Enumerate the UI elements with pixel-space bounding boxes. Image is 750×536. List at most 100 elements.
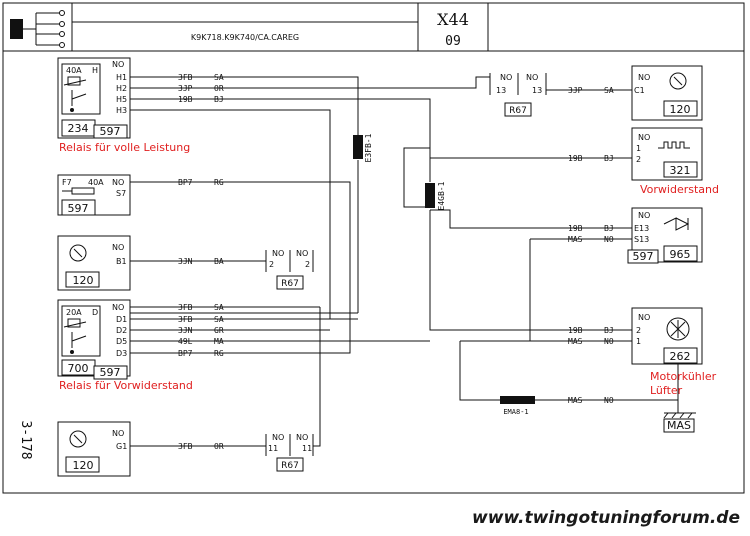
svg-text:NO: NO [526,73,538,82]
component-262: 262 NO 2 1 [631,307,703,365]
note-resistor: Vorwiderstand [640,183,719,196]
svg-text:NO: NO [296,249,308,258]
header-sheet-number: 09 [445,34,461,49]
svg-text:GR: GR [214,326,224,335]
svg-text:D3: D3 [116,349,127,358]
svg-text:3FB: 3FB [178,73,193,82]
svg-text:MAS: MAS [667,419,691,432]
svg-text:S13: S13 [634,235,649,244]
svg-text:EMA8-1: EMA8-1 [503,408,528,416]
svg-text:H2: H2 [116,84,127,93]
connector-icon [10,10,65,48]
svg-text:D: D [92,308,98,317]
svg-text:D1: D1 [116,315,127,324]
svg-text:OR: OR [214,84,224,93]
svg-text:NO: NO [638,211,650,220]
svg-text:40A: 40A [66,66,82,75]
component-965: 965 597 NO E13 S13 [627,207,703,264]
svg-text:NO: NO [500,73,512,82]
connector-r67-a: NO NO 13 13 R67 [489,73,547,117]
component-120-c: 120 NO C1 [631,65,703,121]
svg-text:262: 262 [670,350,691,363]
splice-e3fb: E3FB-1 [353,133,373,162]
svg-text:SA: SA [214,303,224,312]
svg-text:11: 11 [268,444,278,453]
svg-text:B1: B1 [116,257,127,266]
svg-text:R67: R67 [281,461,299,471]
svg-text:BP7: BP7 [178,349,193,358]
svg-text:SA: SA [214,315,224,324]
svg-text:BJ: BJ [604,326,614,335]
fuse-f7: F7 40A 597 NO S7 [57,174,131,216]
svg-text:597: 597 [100,125,121,138]
splice-e4gb: E4GB-1 [425,181,446,210]
ground-symbol: MAS [663,412,696,433]
svg-text:NO: NO [272,433,284,442]
svg-text:120: 120 [73,274,94,287]
svg-text:S7: S7 [116,189,126,198]
svg-text:NO: NO [112,429,124,438]
svg-text:MAS: MAS [568,235,583,244]
svg-text:G1: G1 [116,442,127,451]
svg-text:BJ: BJ [604,154,614,163]
svg-text:3JP: 3JP [178,84,193,93]
svg-text:3FB: 3FB [178,315,193,324]
svg-text:19B: 19B [568,326,583,335]
svg-text:R67: R67 [509,106,527,116]
svg-text:11: 11 [302,444,312,453]
svg-text:597: 597 [68,202,89,215]
header-model: K9K718.K9K740/CA.CAREG [191,33,299,42]
splice-ema8: EMA8-1 [500,396,535,416]
svg-text:NO: NO [604,337,614,346]
svg-text:NO: NO [296,433,308,442]
svg-text:597: 597 [633,250,654,263]
svg-text:3JN: 3JN [178,257,193,266]
svg-text:NO: NO [112,303,124,312]
svg-text:965: 965 [670,248,691,261]
note-relay-full: Relais für volle Leistung [59,141,190,154]
svg-text:H1: H1 [116,73,127,82]
svg-text:E4GB-1: E4GB-1 [437,181,446,210]
connector-r67-b: NO NO 2 2 R67 [265,249,314,290]
connector-r67-c: NO NO 11 11 R67 [265,433,314,472]
svg-text:OR: OR [214,442,224,451]
svg-text:MAS: MAS [568,396,583,405]
svg-text:SA: SA [604,86,614,95]
svg-text:NO: NO [638,313,650,322]
svg-text:E3FB-1: E3FB-1 [364,133,373,162]
note-fan-2: Lüfter [650,384,683,397]
svg-text:D5: D5 [116,337,127,346]
svg-text:BJ: BJ [214,95,224,104]
svg-text:H: H [92,66,98,75]
svg-text:NO: NO [638,133,650,142]
svg-text:1: 1 [636,144,641,153]
svg-text:19B: 19B [568,224,583,233]
svg-text:BA: BA [214,257,224,266]
header-sheet: X44 [437,10,469,29]
svg-text:NO: NO [638,73,650,82]
svg-text:BJ: BJ [604,224,614,233]
relay-700: 20A D 700 597 NO D1 D2 D5 D3 [57,299,131,380]
svg-text:2: 2 [269,260,274,269]
svg-text:NO: NO [112,60,124,69]
svg-text:321: 321 [670,164,691,177]
svg-text:40A: 40A [88,178,104,187]
svg-text:BP7: BP7 [178,178,193,187]
svg-text:MAS: MAS [568,337,583,346]
svg-text:NO: NO [272,249,284,258]
svg-text:R67: R67 [281,279,299,289]
svg-text:3JP: 3JP [568,86,583,95]
wires [130,76,679,447]
svg-text:597: 597 [100,366,121,379]
svg-text:H5: H5 [116,95,127,104]
watermark: www.twingotuningforum.de [472,508,740,528]
svg-text:D2: D2 [116,326,127,335]
component-321: 321 NO 1 2 [631,127,703,181]
svg-text:C1: C1 [634,86,645,95]
svg-text:1: 1 [636,337,641,346]
svg-text:2: 2 [305,260,310,269]
svg-text:E13: E13 [634,224,649,233]
svg-text:NO: NO [604,396,614,405]
svg-text:RG: RG [214,349,224,358]
